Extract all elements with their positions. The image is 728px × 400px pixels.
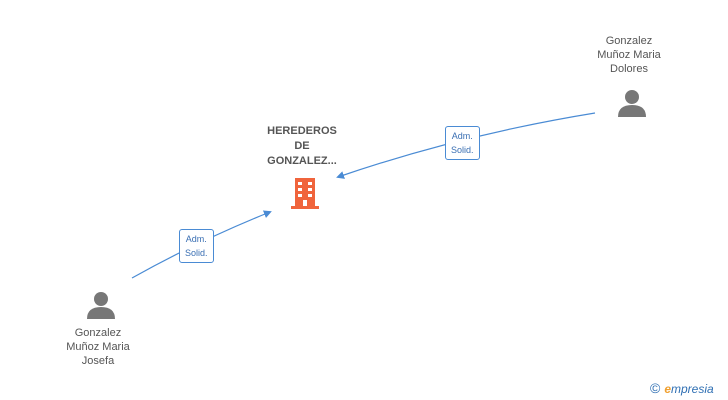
person-name-josefa-line-1: Gonzalez <box>74 327 122 339</box>
person-name-dolores[interactable]: Gonzalez Muñoz Maria Dolores <box>569 34 689 76</box>
edge-label-josefa-line-2: Solid. <box>185 248 208 258</box>
edge-label-josefa[interactable]: Adm. Solid. <box>179 229 214 263</box>
person-name-josefa-line-2: Muñoz Maria <box>66 341 130 353</box>
building-icon[interactable] <box>289 176 321 210</box>
edge-label-dolores[interactable]: Adm. Solid. <box>445 126 480 160</box>
person-icon[interactable] <box>86 290 116 320</box>
edge-label-dolores-line-1: Adm. <box>451 131 473 141</box>
watermark: ©empresia <box>650 380 714 396</box>
company-name[interactable]: HEREDEROS DE GONZALEZ... <box>242 124 362 169</box>
copyright-icon: © <box>650 380 661 396</box>
person-name-dolores-line-2: Muñoz Maria <box>597 49 661 61</box>
edge-label-dolores-line-2: Solid. <box>451 145 474 155</box>
company-name-line-1: HEREDEROS <box>267 125 337 137</box>
person-name-josefa[interactable]: Gonzalez Muñoz Maria Josefa <box>38 326 158 368</box>
company-name-line-3: GONZALEZ... <box>267 155 337 167</box>
company-name-line-2: DE <box>294 140 310 152</box>
brand-name: mpresia <box>671 382 714 396</box>
edge-label-josefa-line-1: Adm. <box>185 234 207 244</box>
person-name-dolores-line-3: Dolores <box>610 63 648 75</box>
person-name-dolores-line-1: Gonzalez <box>605 35 653 47</box>
person-name-josefa-line-3: Josefa <box>81 355 115 367</box>
brand-initial: e <box>664 382 672 396</box>
person-icon[interactable] <box>617 88 647 118</box>
